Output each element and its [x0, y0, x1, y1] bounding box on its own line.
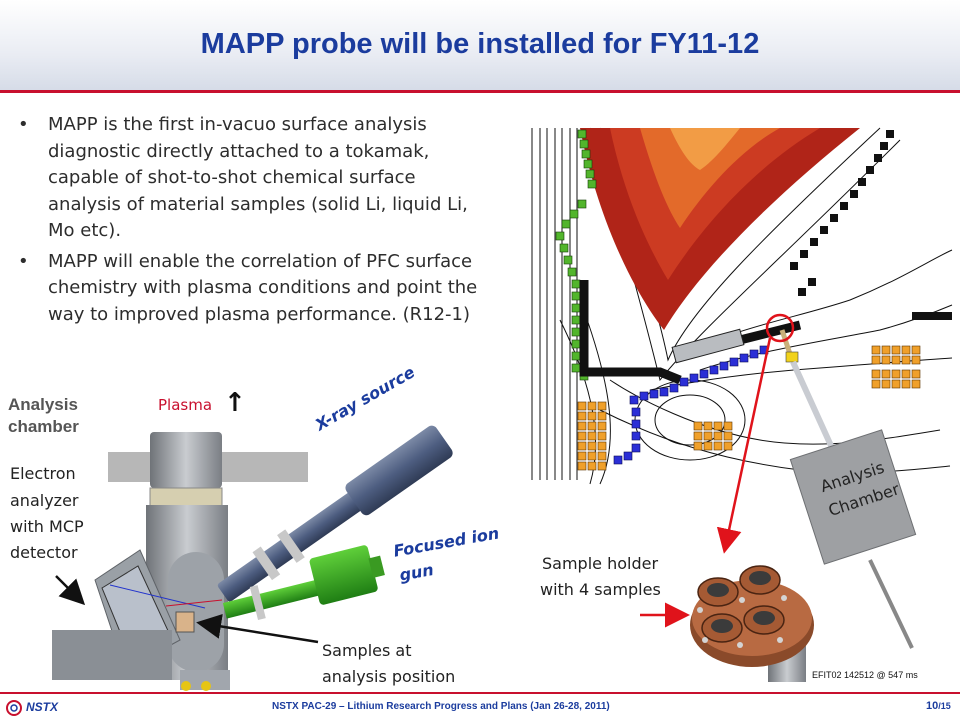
title-bar	[0, 0, 960, 92]
electron-analyzer-label-l3: with MCP	[10, 517, 84, 536]
analysis-chamber-label-line2: chamber	[8, 417, 79, 436]
samples-position-label-l2: analysis position	[322, 667, 456, 686]
electron-analyzer-label-l2: analyzer	[10, 491, 79, 510]
arrow-to-samples	[196, 614, 319, 644]
samples-position-label-l1: Samples at	[322, 641, 412, 660]
nstx-logo-icon	[6, 700, 22, 716]
bullet-list: • MAPP is the first in-vacuo surface anal…	[18, 112, 478, 332]
footer-rule	[0, 692, 960, 694]
analysis-chamber-box	[789, 429, 917, 649]
electron-analyzer-label-l1: Electron	[10, 464, 76, 483]
page-total: /15	[938, 701, 951, 711]
bullet-item: • MAPP will enable the correlation of PFC…	[18, 249, 478, 329]
page-current: 10	[926, 700, 939, 712]
efit-caption: EFIT02 142512 @ 547 ms	[812, 670, 918, 680]
bullet-symbol: •	[18, 114, 29, 135]
slide-title: MAPP probe will be installed for FY11-12	[200, 28, 760, 60]
bullet-text: MAPP is the first in-vacuo surface analy…	[48, 114, 468, 241]
sample-holder-label-l2: with 4 samples	[540, 580, 661, 599]
bullet-symbol: •	[18, 250, 29, 272]
apparatus-image	[52, 425, 453, 691]
footer-page-number: 10/15	[926, 700, 951, 712]
sample-holder-image	[690, 565, 814, 682]
footer-logo-text: NSTX	[26, 700, 59, 714]
sample-holder-label-l1: Sample holder	[542, 554, 659, 573]
footer-title: NSTX PAC-29 – Lithium Research Progress …	[272, 701, 610, 712]
analysis-chamber-label-line1: Analysis	[8, 395, 78, 414]
plasma-arrow-icon: ↑	[224, 388, 246, 418]
bullet-item: • MAPP is the first in-vacuo surface anal…	[18, 112, 478, 245]
bullet-text: MAPP will enable the correlation of PFC …	[48, 250, 478, 325]
title-rule	[0, 90, 960, 93]
plasma-label: Plasma	[158, 396, 213, 414]
equilibrium-plot	[528, 127, 953, 485]
arrow-to-analyzer	[55, 575, 86, 606]
red-arrow-to-probe	[716, 337, 772, 554]
electron-analyzer-label-l4: detector	[10, 543, 78, 562]
